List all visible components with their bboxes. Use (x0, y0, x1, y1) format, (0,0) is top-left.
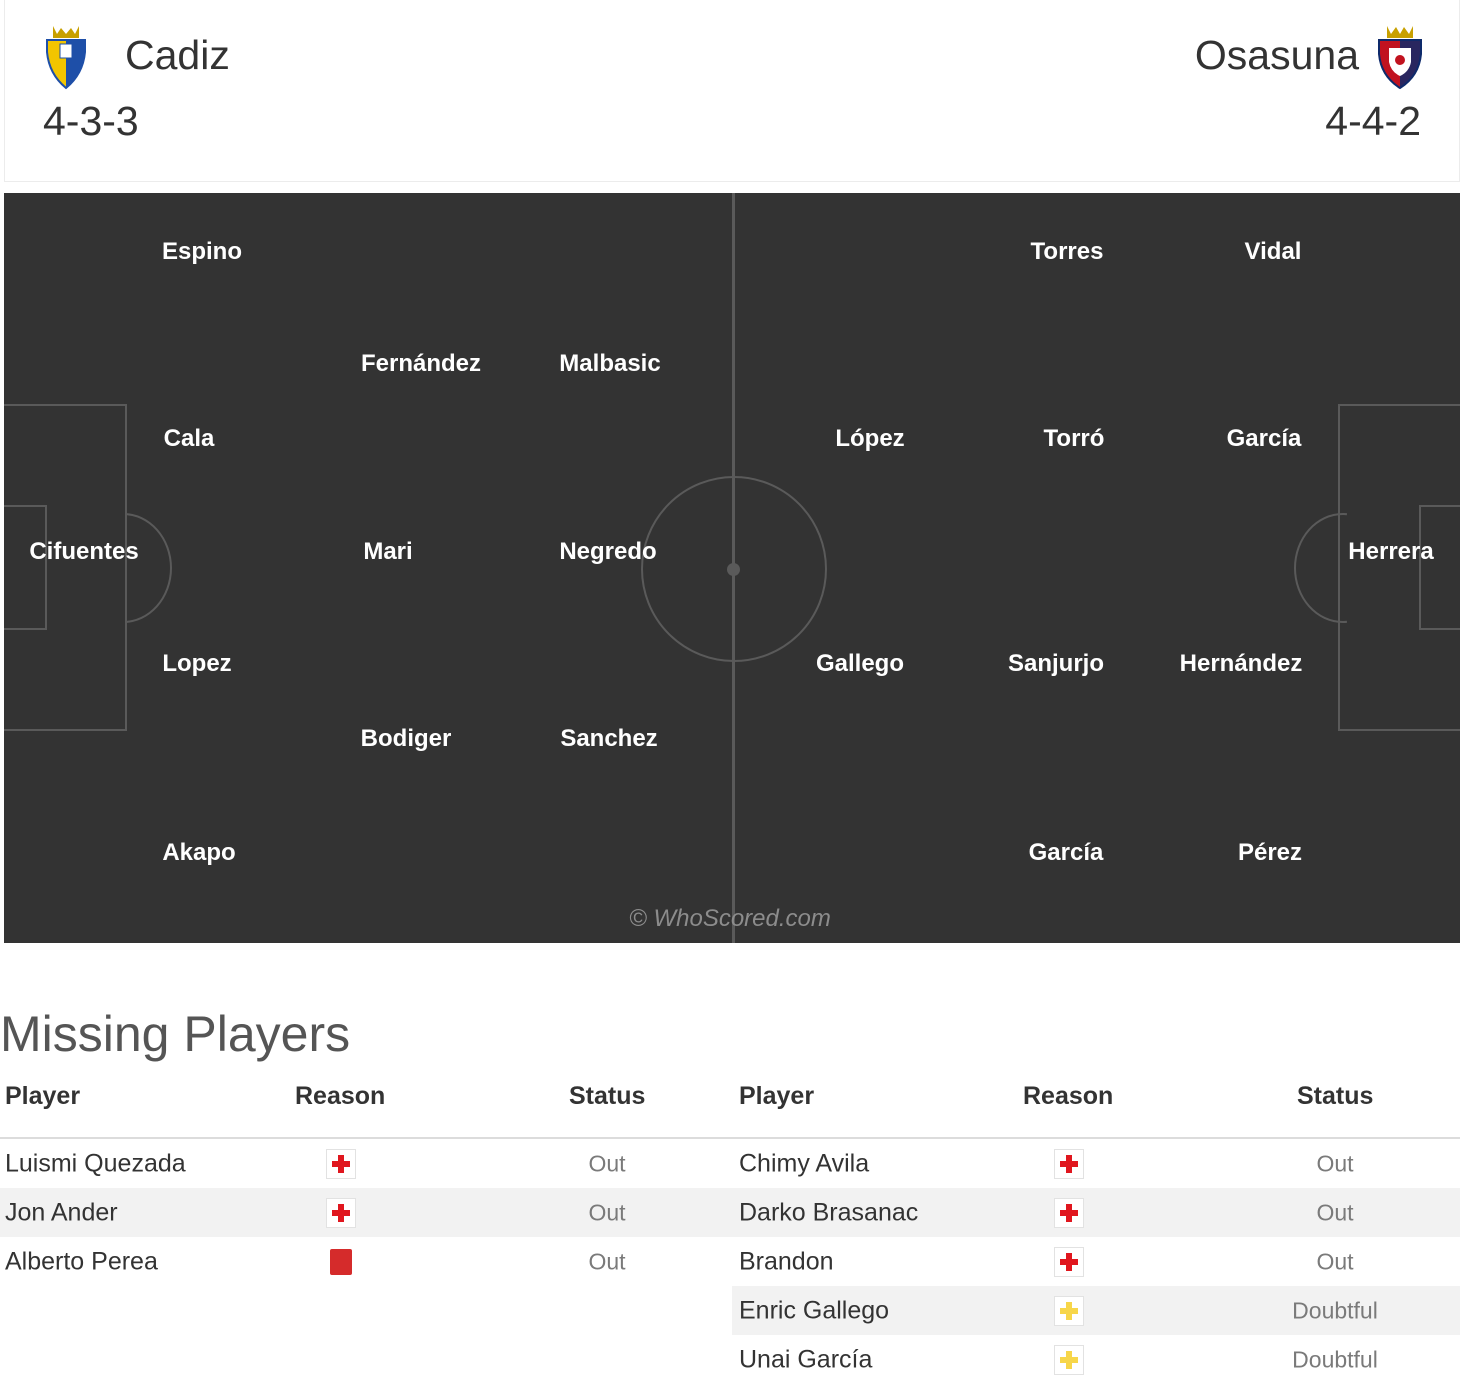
player-marker[interactable]: Hernández (1179, 650, 1303, 677)
watermark: © WhoScored.com (629, 905, 831, 932)
table-row: Chimy Avila Out (732, 1139, 1460, 1188)
player-name[interactable]: Jon Ander (5, 1198, 118, 1226)
doubtful-icon (1054, 1344, 1084, 1375)
player-marker[interactable]: Espino (161, 238, 243, 265)
table-row: Unai García Doubtful (732, 1335, 1460, 1384)
home-formation: 4-3-3 (43, 98, 139, 144)
cadiz-crest-icon[interactable] (43, 22, 89, 90)
match-header: Cadiz 4-3-3 Osasuna 4-4-2 (4, 0, 1460, 182)
player-name[interactable]: Luismi Quezada (5, 1149, 186, 1177)
status-text: Out (588, 1248, 626, 1274)
away-team-name[interactable]: Osasuna (1194, 32, 1359, 78)
away-reason-header: Reason (1023, 1082, 1114, 1110)
player-marker[interactable]: Lopez (162, 650, 232, 677)
injury-icon (1054, 1246, 1084, 1277)
player-name[interactable]: Darko Brasanac (739, 1198, 919, 1226)
player-marker[interactable]: Torres (1030, 238, 1104, 265)
status-text: Out (588, 1199, 626, 1225)
injury-icon (1054, 1197, 1084, 1228)
player-marker[interactable]: Sanchez (560, 725, 658, 752)
lineup-pitch: Espino Cala Cifuentes Lopez Akapo Fernán… (4, 193, 1460, 943)
player-marker[interactable]: Akapo (162, 839, 236, 866)
player-name[interactable]: Chimy Avila (739, 1149, 870, 1177)
player-marker[interactable]: Herrera (1348, 538, 1434, 565)
table-row: Enric Gallego Doubtful (732, 1286, 1460, 1335)
table-row: Brandon Out (732, 1237, 1460, 1286)
player-name[interactable]: Brandon (739, 1247, 834, 1275)
player-name[interactable]: Enric Gallego (739, 1296, 890, 1324)
table-row: Alberto Perea Out (0, 1237, 732, 1286)
player-marker[interactable]: Negredo (559, 538, 657, 565)
player-name[interactable]: Alberto Perea (5, 1247, 158, 1275)
player-marker[interactable]: Vidal (1244, 238, 1302, 265)
status-text: Out (1316, 1150, 1354, 1176)
away-status-header: Status (1297, 1082, 1374, 1110)
player-marker[interactable]: García (1028, 839, 1104, 866)
player-marker[interactable]: Cala (163, 425, 215, 452)
player-marker[interactable]: Fernández (360, 350, 482, 377)
player-marker[interactable]: Torró (1043, 425, 1105, 452)
injury-icon (1054, 1148, 1084, 1179)
injury-icon (326, 1148, 356, 1179)
player-marker[interactable]: Gallego (815, 650, 905, 677)
away-formation: 4-4-2 (1325, 98, 1421, 144)
table-row: Darko Brasanac Out (732, 1188, 1460, 1237)
away-player-header: Player (739, 1082, 815, 1110)
player-marker[interactable]: García (1226, 425, 1302, 452)
center-circle (641, 476, 827, 662)
status-text: Out (1316, 1199, 1354, 1225)
player-marker[interactable]: Cifuentes (29, 538, 139, 565)
player-marker[interactable]: Bodiger (360, 725, 452, 752)
missing-players-title: Missing Players (0, 1006, 351, 1062)
player-marker[interactable]: López (835, 425, 905, 452)
missing-table-header: Player Reason Status Player Reason Statu… (0, 1082, 1460, 1132)
center-spot (727, 563, 740, 576)
table-header-divider (0, 1137, 1460, 1139)
home-status-header: Status (569, 1082, 646, 1110)
player-marker[interactable]: Mari (363, 538, 413, 565)
status-text: Out (588, 1150, 626, 1176)
doubtful-icon (1054, 1295, 1084, 1326)
left-penalty-area (4, 404, 127, 731)
status-text: Doubtful (1292, 1346, 1378, 1372)
injury-icon (326, 1197, 356, 1228)
table-row: Jon Ander Out (0, 1188, 732, 1237)
player-marker[interactable]: Pérez (1237, 839, 1303, 866)
status-text: Out (1316, 1248, 1354, 1274)
left-goal-area (4, 505, 47, 630)
player-marker[interactable]: Sanjurjo (1007, 650, 1105, 677)
right-goal-area (1419, 505, 1460, 630)
status-text: Doubtful (1292, 1297, 1378, 1323)
red-card-icon (330, 1248, 352, 1275)
table-row: Luismi Quezada Out (0, 1139, 732, 1188)
home-team-name[interactable]: Cadiz (125, 32, 230, 78)
player-marker[interactable]: Malbasic (559, 350, 661, 377)
osasuna-crest-icon[interactable] (1375, 22, 1425, 90)
player-name[interactable]: Unai García (739, 1345, 873, 1373)
home-player-header: Player (5, 1082, 81, 1110)
home-reason-header: Reason (295, 1082, 386, 1110)
